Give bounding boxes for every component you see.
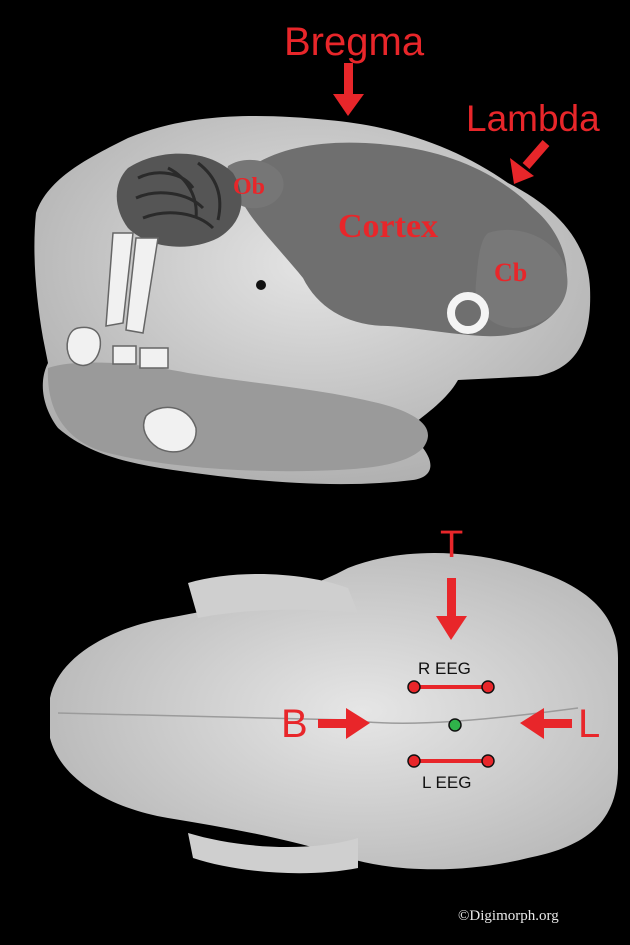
t-label: T xyxy=(440,526,463,564)
cb-label: Cb xyxy=(494,260,527,286)
b-label: B xyxy=(281,704,308,744)
cortex-label: Cortex xyxy=(338,210,438,244)
credit-text: ©Digimorph.org xyxy=(458,908,559,925)
figure-panel: Bregma Lambda Ob Cortex Cb T B L R EEG L… xyxy=(18,8,618,936)
lambda-label: Lambda xyxy=(466,100,600,137)
r-eeg-label: R EEG xyxy=(418,660,471,677)
bregma-label: Bregma xyxy=(284,22,424,62)
nasal-turbinates xyxy=(117,154,242,247)
ground-electrode xyxy=(449,719,461,731)
l-label: L xyxy=(578,704,600,744)
l-eeg-label: L EEG xyxy=(422,774,471,791)
lambda-arrow xyxy=(510,143,546,184)
skull-sagittal-image xyxy=(18,8,618,936)
ob-label: Ob xyxy=(233,175,265,199)
bregma-arrow xyxy=(333,63,364,116)
